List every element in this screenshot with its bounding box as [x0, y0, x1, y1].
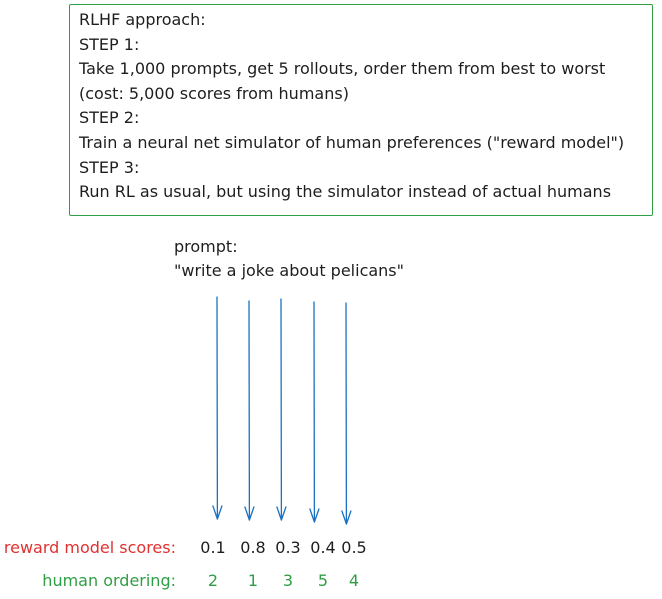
rlhf-steps-text: RLHF approach: STEP 1: Take 1,000 prompt…	[79, 8, 624, 205]
box-line-step3-body: Run RL as usual, but using the simulator…	[79, 182, 612, 202]
reward-score-value: 0.1	[200, 538, 226, 557]
human-ordering-label: human ordering:	[42, 571, 176, 590]
box-line-step1-body: Take 1,000 prompts, get 5 rollouts, orde…	[79, 59, 606, 79]
box-line-step2-heading: STEP 2:	[79, 108, 140, 128]
rollout-arrow-head	[341, 510, 352, 525]
rollout-arrow-head	[212, 505, 223, 520]
human-order-value: 4	[348, 571, 360, 590]
box-line-title: RLHF approach:	[79, 10, 206, 29]
human-order-value: 3	[282, 571, 294, 590]
box-line-step3-heading: STEP 3:	[79, 157, 140, 177]
box-line-step1-heading: STEP 1:	[79, 34, 140, 54]
rlhf-steps-box	[69, 4, 653, 216]
box-line-step2-body: Train a neural net simulator of human pr…	[79, 132, 625, 152]
human-order-value: 2	[207, 571, 219, 590]
human-order-value: 1	[247, 571, 259, 590]
box-line-step1-cost: (cost: 5,000 scores from humans)	[79, 83, 349, 103]
prompt-label: prompt:	[174, 237, 238, 256]
prompt-text: "write a joke about pelicans"	[174, 261, 404, 280]
reward-score-value: 0.5	[341, 538, 367, 557]
rollout-arrow-head	[244, 506, 255, 521]
human-order-value: 5	[317, 571, 329, 590]
rollout-arrow-head	[309, 508, 320, 523]
reward-model-scores-label: reward model scores:	[3, 538, 176, 557]
rollout-arrow-head	[276, 506, 287, 521]
reward-score-value: 0.4	[310, 538, 336, 557]
reward-score-value: 0.8	[240, 538, 266, 557]
reward-score-value: 0.3	[275, 538, 301, 557]
